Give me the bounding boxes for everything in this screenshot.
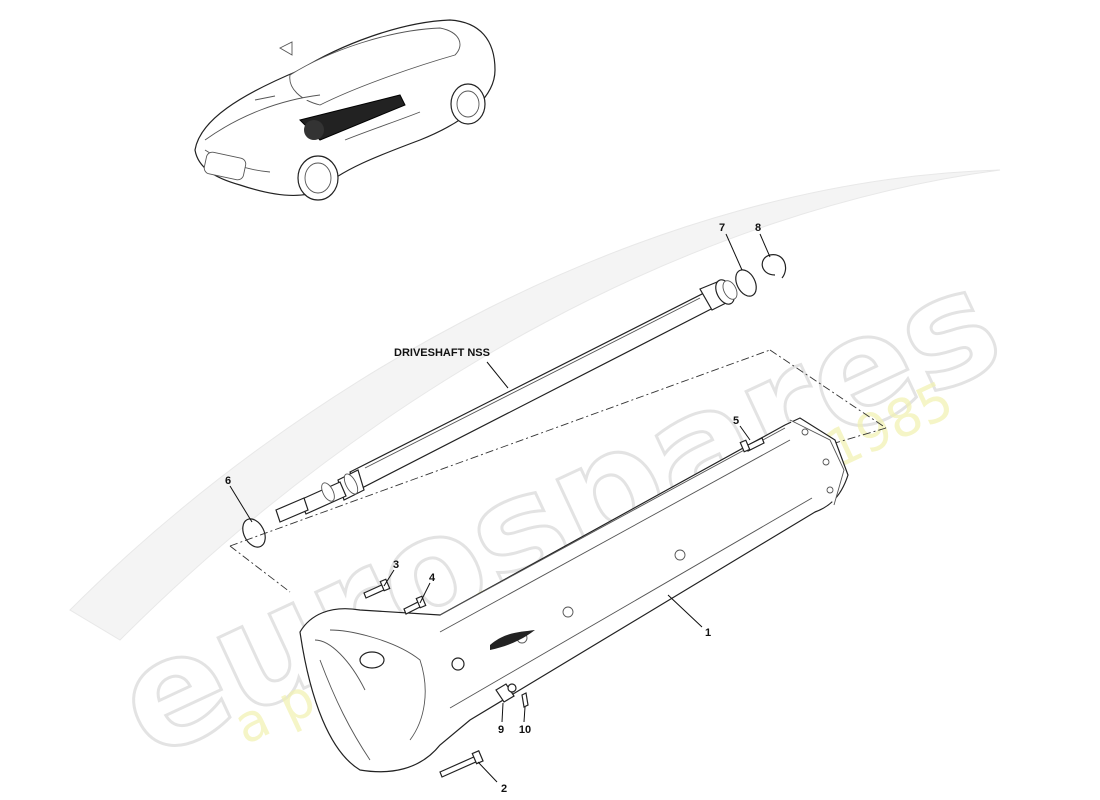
screw-10 <box>521 692 529 708</box>
watermark: eurospares a passion for parts since 198… <box>69 169 1026 794</box>
seal-ring-7 <box>735 269 757 297</box>
car-thumbnail <box>194 19 496 201</box>
callout-6: 6 <box>225 475 231 487</box>
assembly-label: DRIVESHAFT NSS <box>394 347 490 359</box>
driveshaft <box>275 279 738 523</box>
callout-1: 1 <box>705 627 711 639</box>
callout-8: 8 <box>755 222 761 234</box>
callout-5: 5 <box>733 415 739 427</box>
callout-9: 9 <box>498 724 504 736</box>
callout-3: 3 <box>393 559 399 571</box>
callout-10: 10 <box>519 724 531 736</box>
bolt-2 <box>439 750 484 778</box>
callout-4: 4 <box>429 572 436 584</box>
callout-7: 7 <box>719 222 725 234</box>
circlip-8 <box>761 254 787 279</box>
torque-tube-housing <box>299 417 849 773</box>
leader-lines <box>229 233 771 783</box>
seal-ring-6 <box>242 518 266 548</box>
watermark-swoosh <box>69 169 1001 641</box>
callout-2: 2 <box>501 783 507 795</box>
sensor-9 <box>495 683 517 703</box>
bolt-5 <box>739 437 765 453</box>
